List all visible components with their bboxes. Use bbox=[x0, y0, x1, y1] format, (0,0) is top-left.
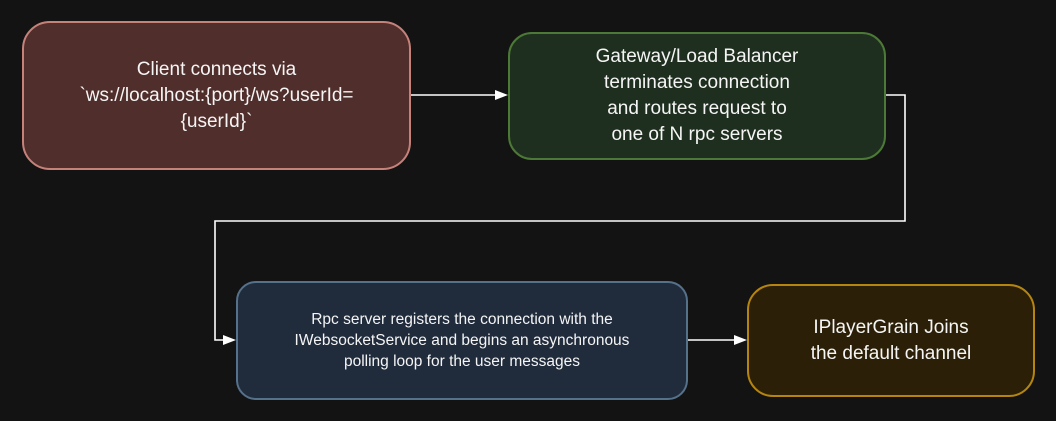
node-rpc-server-register: Rpc server registers the connection with… bbox=[236, 281, 688, 400]
connector-gateway-to-rpc bbox=[214, 94, 906, 345]
node-client-connect: Client connects via `ws://localhost:{por… bbox=[22, 21, 411, 170]
node-gateway-load-balancer-label: Gateway/Load Balancer terminates connect… bbox=[595, 46, 799, 145]
node-iplayergrain-join-label: IPlayerGrain Joins the default channel bbox=[810, 316, 972, 364]
node-gateway-load-balancer: Gateway/Load Balancer terminates connect… bbox=[508, 32, 886, 160]
node-iplayergrain-join: IPlayerGrain Joins the default channel bbox=[747, 284, 1035, 397]
node-client-connect-label: Client connects via `ws://localhost:{por… bbox=[79, 58, 354, 132]
node-rpc-server-register-label: Rpc server registers the connection with… bbox=[294, 311, 630, 370]
